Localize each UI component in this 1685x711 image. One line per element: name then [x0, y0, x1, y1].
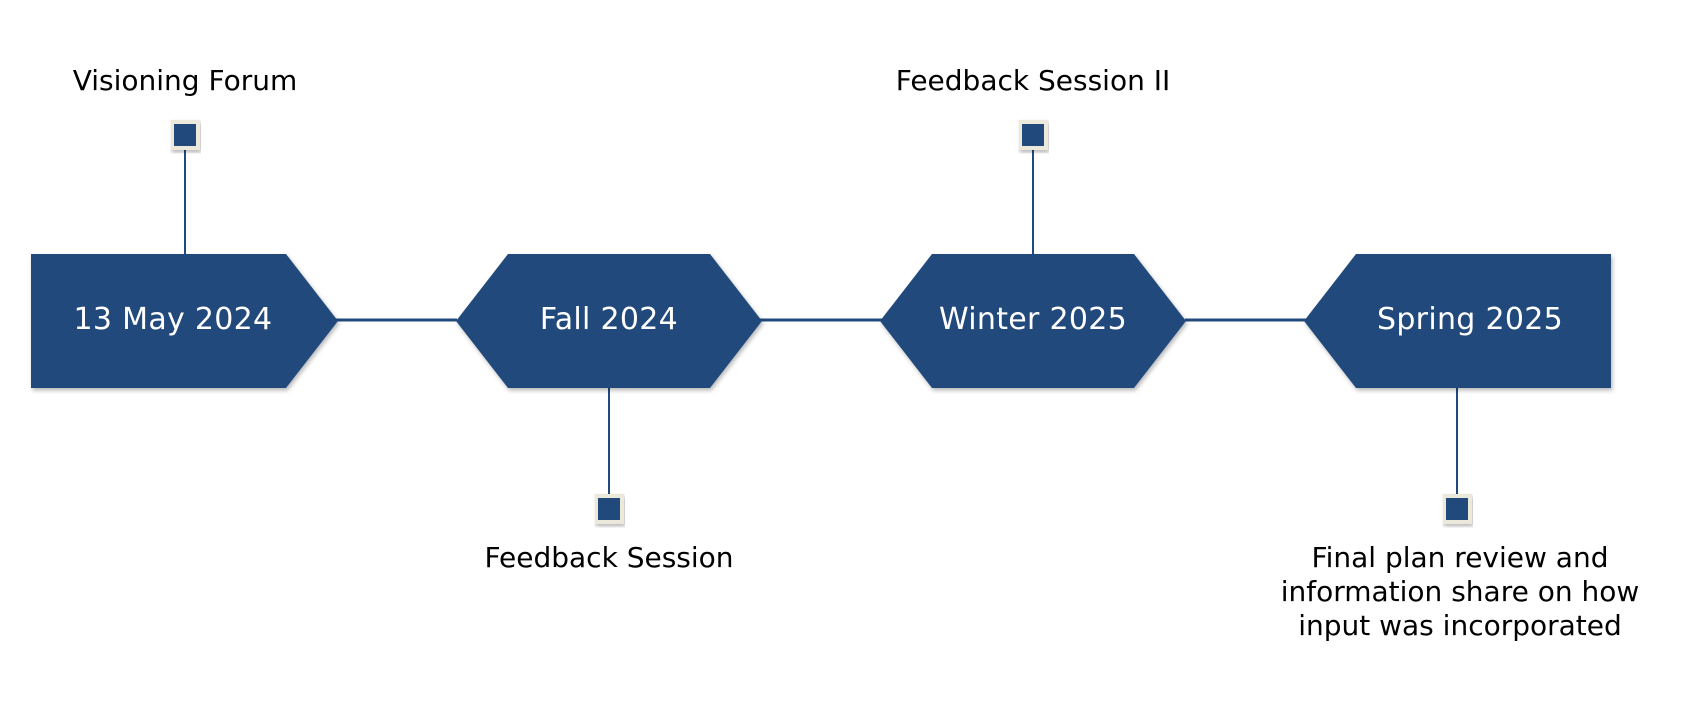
- event-marker-3: [1018, 120, 1048, 150]
- milestone-shape-1: [31, 254, 338, 388]
- event-label-3: Feedback Session II: [895, 64, 1171, 97]
- event-label-2: Feedback Session: [484, 541, 734, 574]
- milestone-shape-4: [1304, 254, 1611, 388]
- milestone-label-4: Spring 2025: [1377, 302, 1563, 337]
- milestone-label-2: Fall 2024: [539, 302, 679, 337]
- milestone-label-1: 13 May 2024: [73, 302, 273, 337]
- event-marker-4: [1442, 494, 1472, 524]
- milestone-shape-2: [456, 254, 762, 388]
- milestone-label-3: Winter 2025: [938, 302, 1128, 337]
- event-marker-1: [170, 120, 200, 150]
- event-label-1: Visioning Forum: [72, 64, 298, 97]
- event-marker-2: [594, 494, 624, 524]
- milestone-shape-3: [880, 254, 1186, 388]
- event-label-4: Final plan review and information share …: [1280, 541, 1640, 642]
